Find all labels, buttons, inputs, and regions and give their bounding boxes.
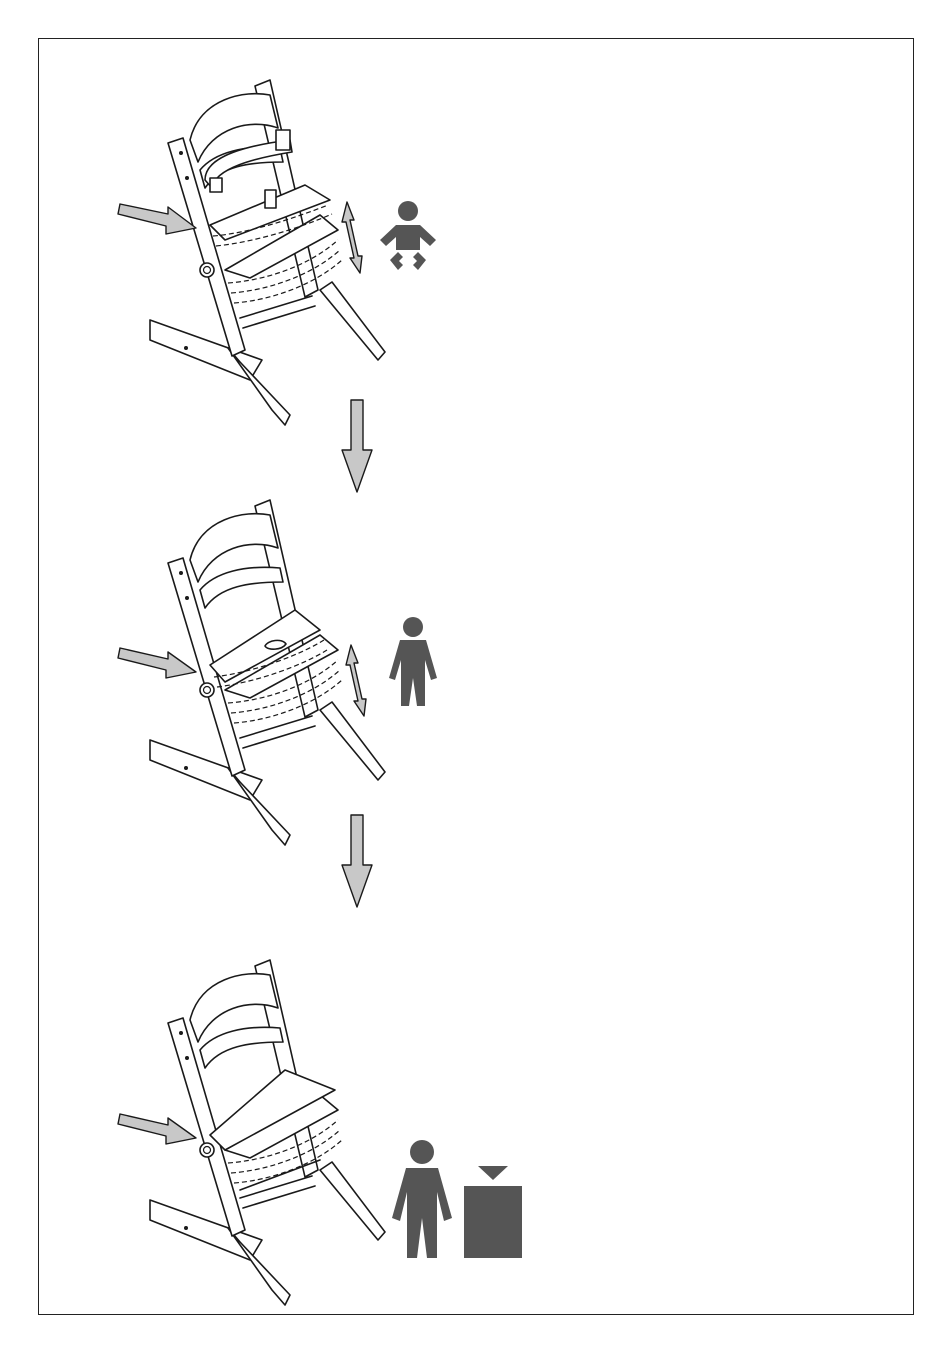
weight-block-icon bbox=[464, 1166, 522, 1258]
chair-step-1 bbox=[150, 80, 385, 425]
pointer-arrow-3 bbox=[118, 1114, 196, 1144]
child-icon bbox=[389, 617, 437, 706]
pointer-arrow-2 bbox=[118, 648, 196, 678]
adjust-arrow-2 bbox=[346, 645, 366, 716]
baby-icon bbox=[380, 201, 436, 270]
down-arrow-1 bbox=[342, 400, 372, 492]
adult-icon bbox=[392, 1140, 452, 1258]
pointer-arrow-1 bbox=[118, 204, 196, 234]
adjust-arrow-1 bbox=[342, 202, 362, 273]
down-arrow-2 bbox=[342, 815, 372, 907]
